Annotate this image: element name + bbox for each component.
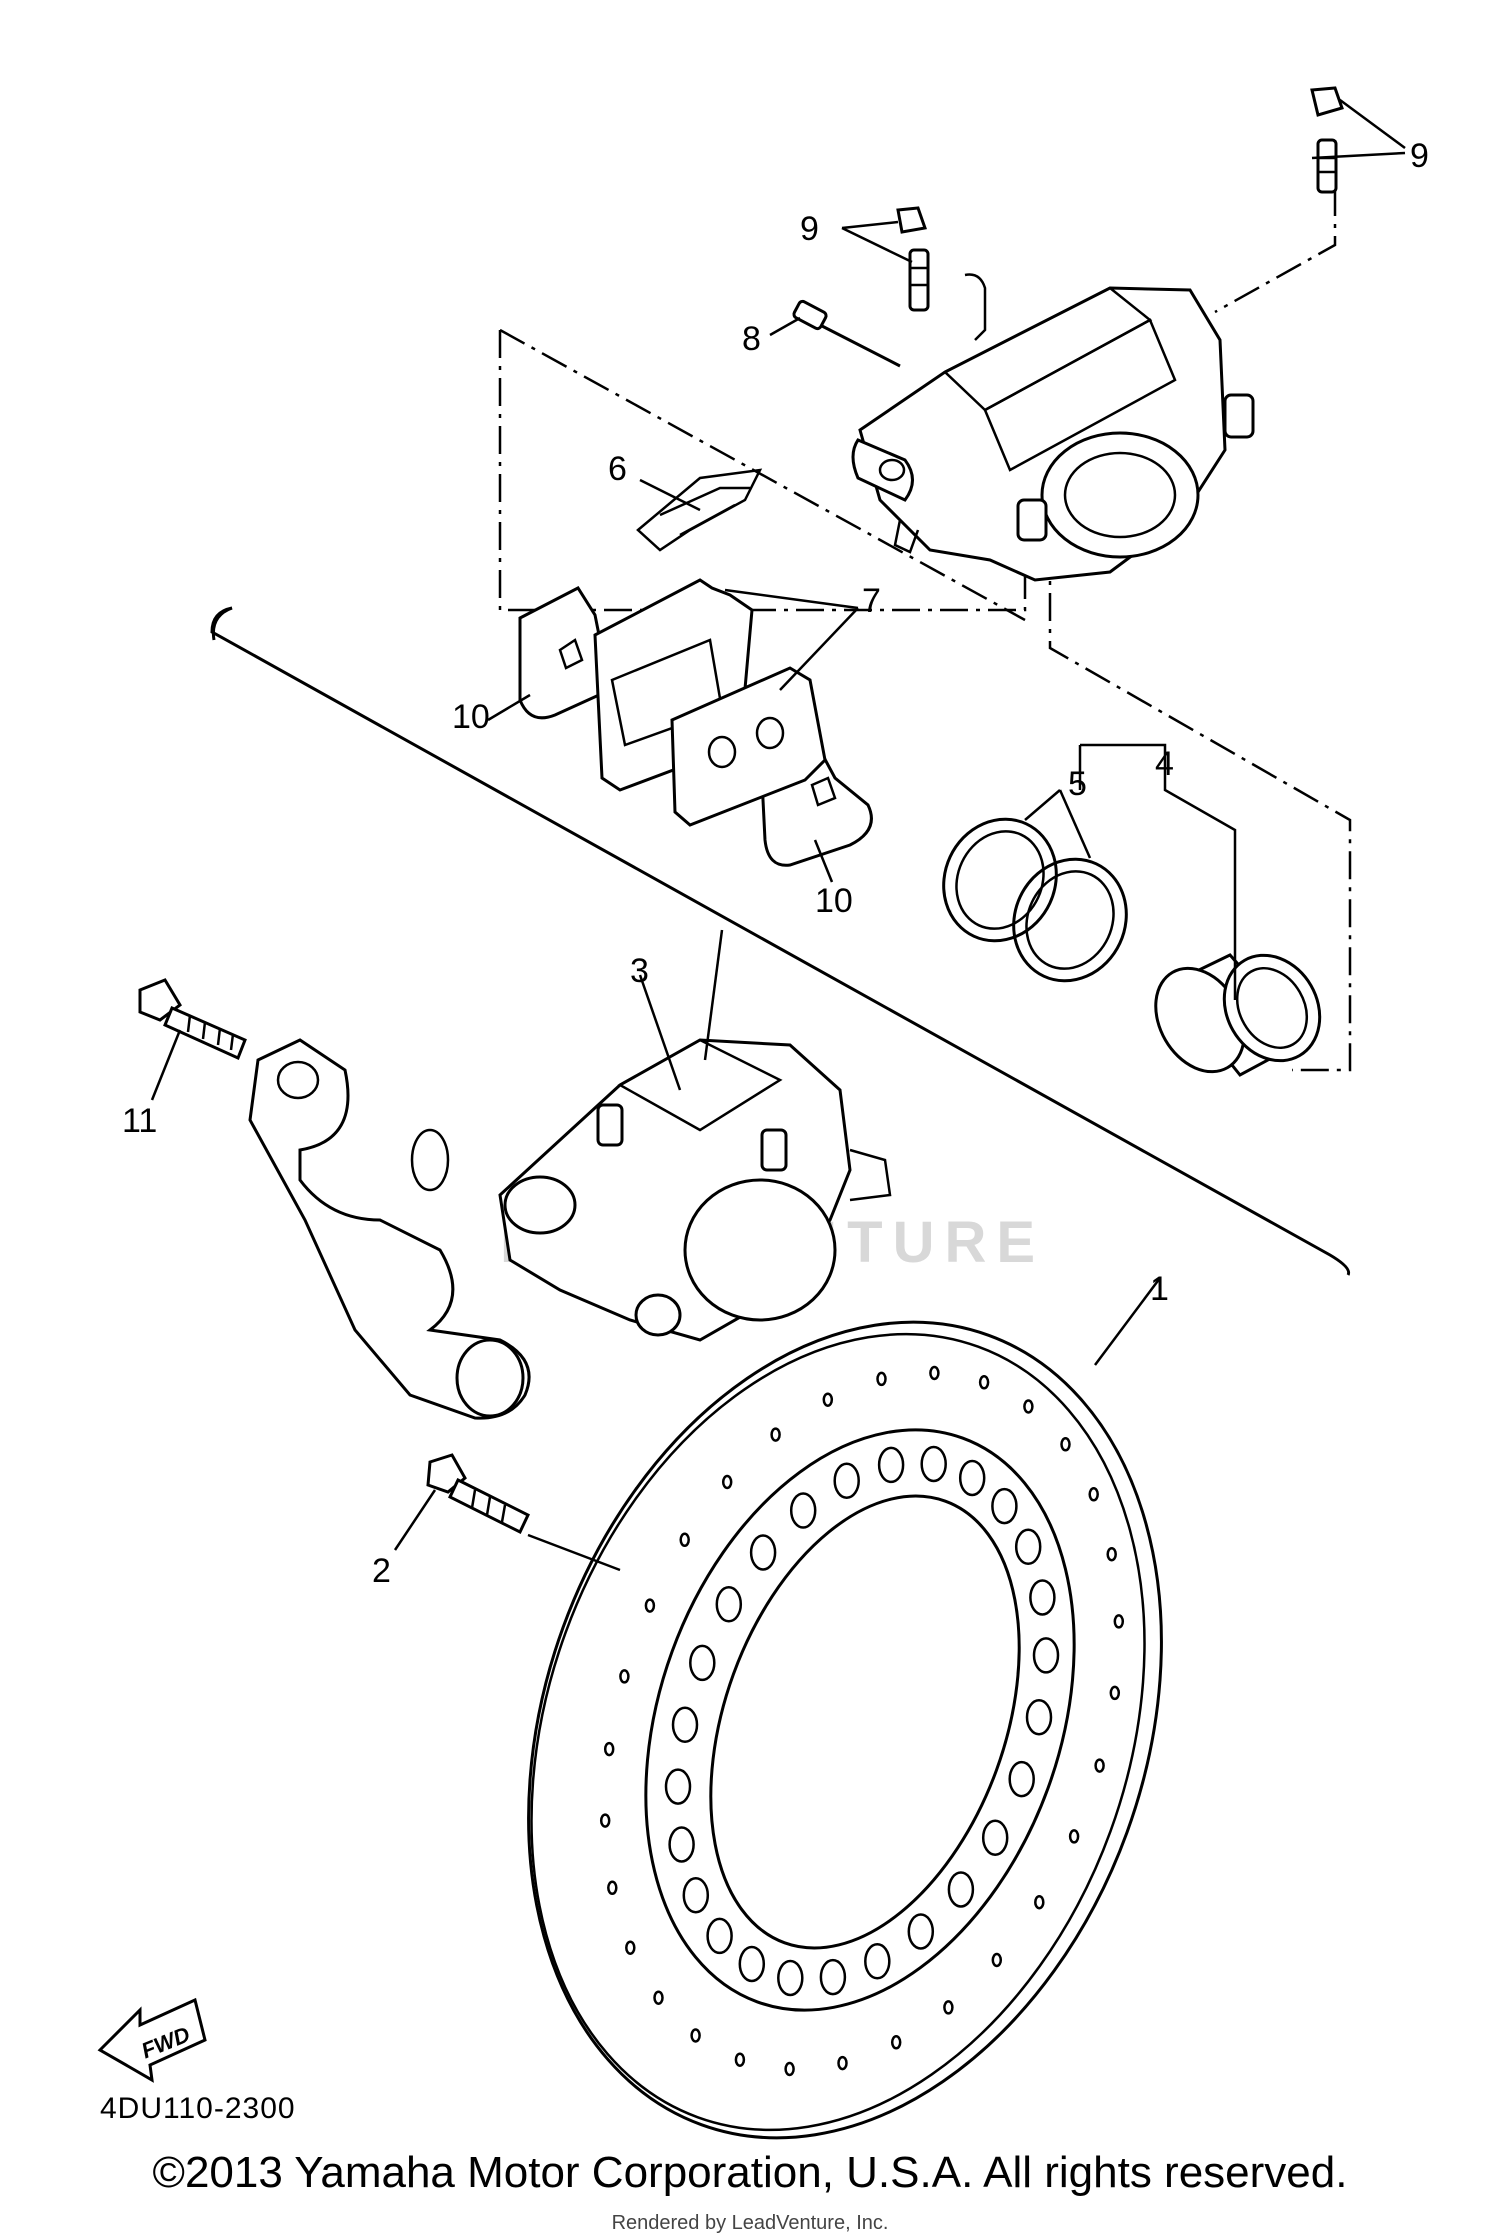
disc-drill-hole (1023, 1399, 1034, 1414)
copyright-notice: ©2013 Yamaha Motor Corporation, U.S.A. A… (152, 2148, 1348, 2197)
piston-seal-set (942, 817, 1128, 983)
bleed-screw-set-upper (1310, 86, 1344, 194)
callout-9-upper: 9 (1410, 137, 1429, 175)
disc-bolt (426, 1453, 530, 1535)
fwd-arrow-icon: FWD (97, 1997, 207, 2083)
callout-2: 2 (372, 1552, 391, 1590)
disc-drill-hole (1034, 1894, 1045, 1910)
disc-drill-hole (1094, 1758, 1105, 1773)
callout-8: 8 (742, 320, 761, 358)
disc-drill-hole (770, 1427, 781, 1442)
disc-vent-hole (738, 1945, 766, 1983)
disc-drill-hole (1088, 1487, 1099, 1502)
disc-drill-hole (607, 1880, 618, 1896)
callout-11: 11 (122, 1102, 157, 1140)
disc-drill-hole (1109, 1685, 1121, 1701)
disc-drill-hole (929, 1365, 940, 1381)
disc-drill-hole (978, 1375, 990, 1390)
diagram-code: 4DU110-2300 (100, 2092, 296, 2125)
assembly-line-pads (498, 330, 1027, 612)
callout-3: 3 (630, 952, 649, 990)
disc-vent-hole (947, 1871, 975, 1908)
disc-vent-hole (664, 1768, 692, 1805)
disc-drill-hole (1113, 1614, 1125, 1629)
disc-drill-hole (644, 1598, 656, 1613)
disc-vent-hole (1032, 1637, 1060, 1674)
disc-drill-hole (603, 1741, 615, 1757)
callout-1: 1 (1150, 1270, 1169, 1308)
disc-drill-hole (837, 2055, 848, 2071)
disc-drill-hole (1068, 1829, 1080, 1844)
disc-drill-hole (1106, 1546, 1117, 1562)
disc-vent-hole (819, 1958, 847, 1996)
rendered-by-notice: Rendered by LeadVenture, Inc. (611, 2212, 889, 2234)
callout-6: 6 (608, 450, 627, 488)
pad-pin (792, 299, 901, 368)
disc-drill-hole (890, 2035, 902, 2050)
disc-drill-hole (991, 1952, 1003, 1968)
callout-4: 4 (1155, 745, 1174, 783)
disc-vent-hole (864, 1943, 891, 1980)
disc-vent-hole (1029, 1579, 1056, 1616)
disc-vent-hole (981, 1819, 1009, 1856)
disc-vent-hole (920, 1445, 947, 1483)
disc-drill-hole (690, 2028, 701, 2043)
callout-9-mid: 9 (800, 210, 819, 248)
disc-drill-hole (619, 1669, 630, 1684)
disc-drill-hole (653, 1990, 664, 2005)
disc-drill-holes (599, 1365, 1125, 2077)
disc-vent-hole (833, 1462, 860, 1499)
disc-vent-hole (991, 1487, 1018, 1525)
disc-vent-hole (706, 1917, 733, 1955)
disc-vent-hole (668, 1826, 695, 1863)
disc-vent-hole (777, 1959, 804, 1997)
disc-vent-hole (689, 1644, 716, 1682)
disc-drill-hole (721, 1474, 733, 1490)
disc-drill-hole (876, 1371, 887, 1387)
caliper-upper-body (851, 286, 1255, 582)
disc-vent-hole (1014, 1528, 1042, 1566)
disc-drill-hole (599, 1813, 611, 1828)
callout-10-right: 10 (815, 882, 853, 920)
disc-vent-hole (671, 1706, 699, 1744)
callout-10-left: 10 (452, 698, 490, 736)
caliper-piston (1154, 953, 1322, 1077)
disc-vent-hole (907, 1913, 935, 1950)
bleed-screw-set-mid (896, 206, 930, 312)
pad-spring (636, 468, 763, 552)
disc-drill-hole (943, 2000, 954, 2015)
leader-lines (150, 98, 1406, 1572)
caliper-bracket (248, 1038, 531, 1420)
brake-pad-right (670, 666, 827, 827)
disc-drill-hole (822, 1392, 834, 1407)
callout-5: 5 (1068, 765, 1087, 803)
disc-vent-hole (877, 1446, 905, 1484)
disc-drill-hole (625, 1940, 636, 1955)
bracket-bolt (138, 978, 247, 1061)
disc-vent-hole (715, 1586, 743, 1623)
disc-vent-hole (1008, 1760, 1035, 1798)
disc-vent-hole (1025, 1698, 1053, 1736)
brake-disc (527, 1320, 1163, 2140)
disc-vent-holes (664, 1445, 1060, 1997)
disc-vent-hole (749, 1534, 777, 1571)
disc-drill-hole (784, 2061, 795, 2077)
disc-vent-hole (682, 1876, 710, 1914)
disc-vent-hole (958, 1459, 986, 1497)
disc-drill-hole (734, 2052, 746, 2067)
disc-vent-hole (789, 1492, 817, 1529)
caliper-assembly-lower (498, 1038, 892, 1342)
callout-7: 7 (862, 582, 881, 620)
disc-drill-hole (679, 1532, 690, 1548)
disc-drill-hole (1060, 1437, 1071, 1452)
